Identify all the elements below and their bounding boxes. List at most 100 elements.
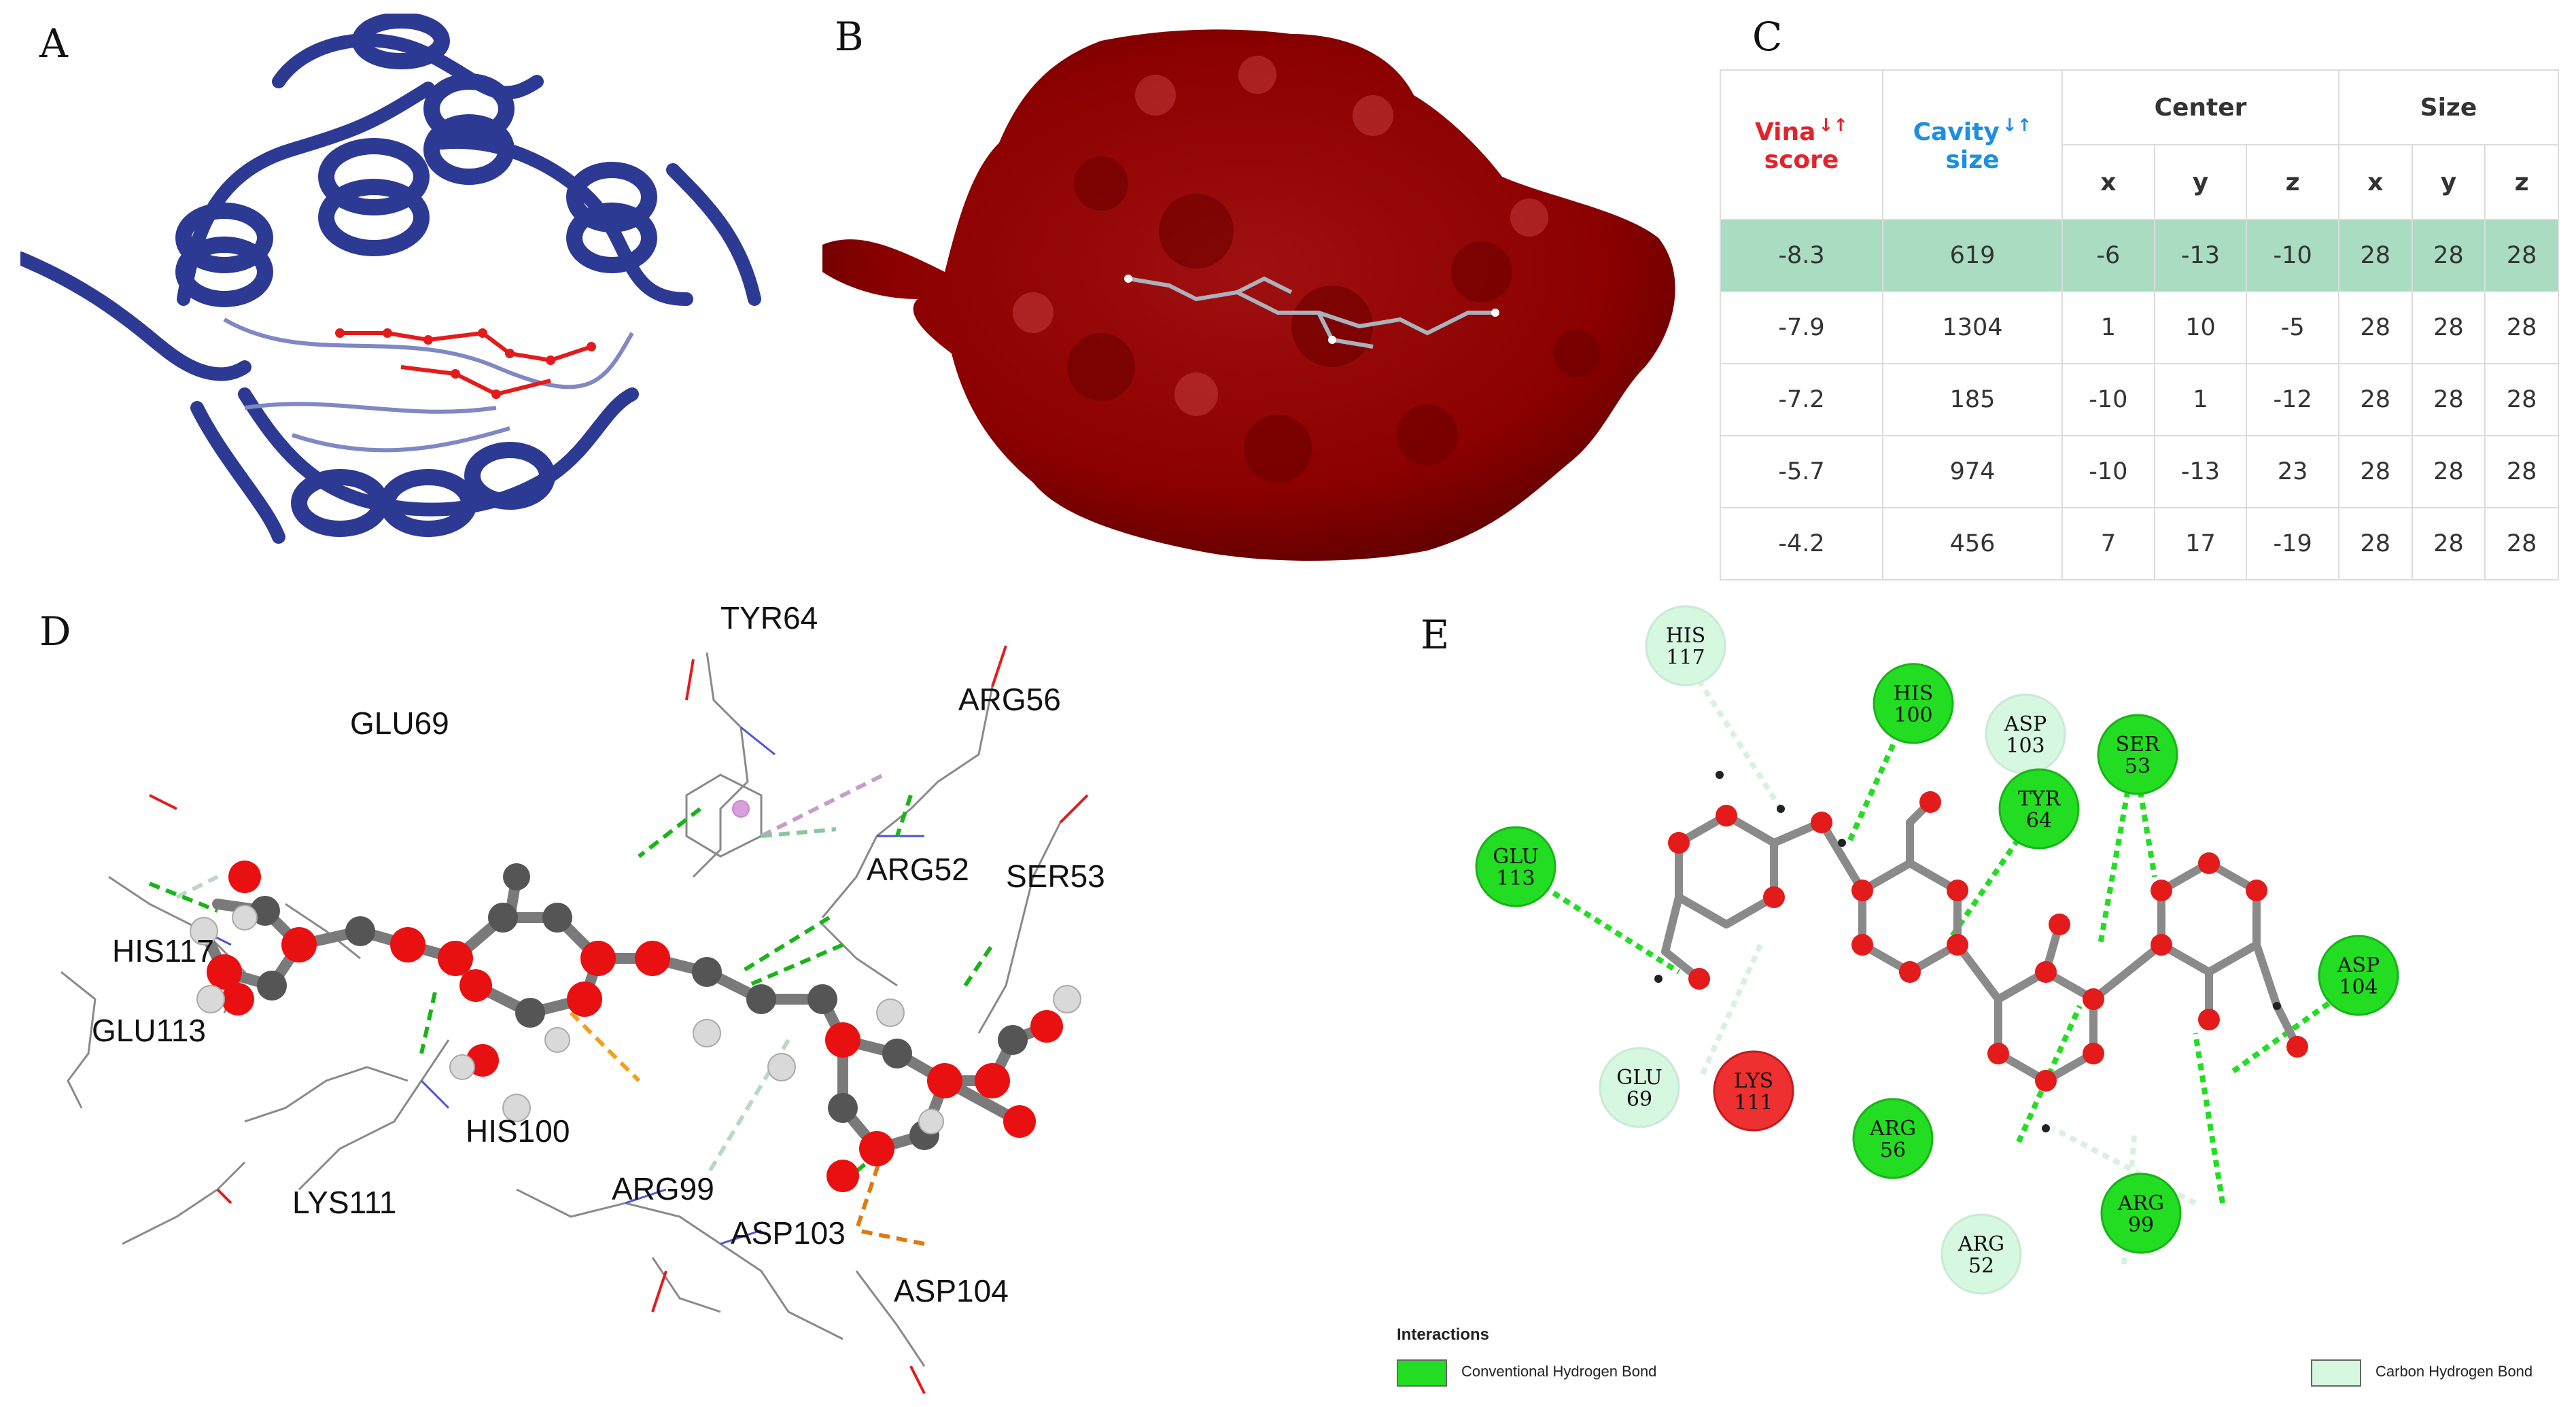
cell-cavity: 974 [1882, 435, 2063, 508]
cell-size-y: 28 [2411, 435, 2486, 508]
residue-his100-name: HIS [1894, 682, 1934, 706]
label-arg56: ARG56 [958, 682, 1061, 717]
cell-size-z: 28 [2484, 435, 2559, 508]
cell-vina: -4.2 [1720, 507, 1883, 580]
cell-cavity: 456 [1882, 507, 2063, 580]
interaction-2d-drawing: HIS 117 HIS 100 ASP 103 SER 53 TYR 64 GL… [1475, 605, 2399, 1295]
cell-cavity: 619 [1882, 219, 2063, 292]
label-his100: HIS100 [466, 1113, 570, 1149]
table-row[interactable]: -8.3 619 -6 -13 -10 28 28 28 [1720, 219, 2559, 292]
residue-asp103-name: ASP [2004, 712, 2047, 736]
panel-label-d: D [39, 608, 71, 655]
legend-label-carbon: Carbon Hydrogen Bond [2375, 1363, 2533, 1380]
size-header: Size [2337, 69, 2560, 145]
table-row[interactable]: -7.9 1304 1 10 -5 28 28 28 [1720, 291, 2559, 364]
sort-icon: ↓↑ [2002, 116, 2032, 136]
protein-ribbon-drawing [20, 14, 761, 544]
legend-swatch-conventional [1397, 1359, 1447, 1387]
size-x-header: x [2337, 144, 2413, 220]
surface-drawing [822, 29, 1675, 561]
vina-header-label: Vina [1754, 118, 1816, 146]
cell-center-z: -19 [2246, 507, 2339, 580]
size-y-header: y [2411, 144, 2486, 220]
cavity-size-header[interactable]: Cavity↓↑ size [1882, 69, 2063, 220]
cell-cavity: 185 [1882, 363, 2063, 436]
cell-center-y: 17 [2153, 507, 2248, 580]
legend-swatch-carbon [2311, 1359, 2361, 1387]
panel-label-c: C [1752, 14, 1783, 60]
docking-results-table: Vina↓↑ score Cavity↓↑ size Center Size x… [1720, 69, 2560, 580]
cell-center-x: 1 [2061, 291, 2155, 364]
cell-size-z: 28 [2484, 507, 2559, 580]
residue-lys111-num: 111 [1734, 1091, 1773, 1115]
vina-score-header[interactable]: Vina↓↑ score [1720, 69, 1883, 220]
table-row[interactable]: -5.7 974 -10 -13 23 28 28 28 [1720, 435, 2559, 508]
residue-ser53-name: SER [2115, 733, 2160, 757]
center-z-header: z [2246, 144, 2339, 220]
label-arg52: ARG52 [867, 852, 969, 887]
residue-circles [1475, 605, 2399, 1295]
label-ser53: SER53 [1006, 858, 1105, 894]
cell-size-x: 28 [2337, 363, 2413, 436]
legend-label-conventional: Conventional Hydrogen Bond [1461, 1363, 1657, 1380]
residue-arg52-name: ARG [1957, 1232, 2004, 1256]
label-tyr64: TYR64 [720, 600, 818, 636]
cell-vina: -7.2 [1720, 363, 1883, 436]
center-x-header: x [2061, 144, 2155, 220]
cell-cavity: 1304 [1882, 291, 2063, 364]
residue-his100-num: 100 [1894, 704, 1932, 727]
cell-center-z: -5 [2246, 291, 2339, 364]
legend-title: Interactions [1397, 1325, 1490, 1344]
cell-size-x: 28 [2337, 291, 2413, 364]
residue-glu69-num: 69 [1626, 1088, 1652, 1111]
cell-size-y: 28 [2411, 291, 2486, 364]
size-z-header: z [2484, 144, 2559, 220]
label-glu69: GLU69 [350, 706, 449, 741]
center-y-header: y [2153, 144, 2248, 220]
residue-glu113-num: 113 [1496, 867, 1535, 890]
residue-asp104-name: ASP [2337, 954, 2380, 977]
cell-size-z: 28 [2484, 219, 2559, 292]
cell-size-y: 28 [2411, 363, 2486, 436]
label-glu113: GLU113 [92, 1013, 206, 1048]
cell-center-y: 1 [2153, 363, 2248, 436]
residue-glu69-name: GLU [1616, 1066, 1663, 1090]
panel-label-e: E [1421, 612, 1450, 658]
cell-size-z: 28 [2484, 291, 2559, 364]
sort-icon: ↓↑ [1818, 116, 1849, 136]
label-asp104: ASP104 [894, 1273, 1009, 1308]
residue-arg99-name: ARG [2117, 1192, 2164, 1215]
cell-center-x: -10 [2061, 435, 2155, 508]
table-row[interactable]: -7.2 185 -10 1 -12 28 28 28 [1720, 363, 2559, 436]
cell-size-y: 28 [2411, 507, 2486, 580]
cell-center-y: -13 [2153, 219, 2248, 292]
cell-center-z: 23 [2246, 435, 2339, 508]
cell-center-x: -6 [2061, 219, 2155, 292]
label-his117: HIS117 [112, 933, 214, 969]
protein-surface-figure [816, 14, 1720, 571]
panel-label-b: B [835, 14, 864, 60]
residue-tyr64-num: 64 [2026, 809, 2052, 833]
cell-size-z: 28 [2484, 363, 2559, 436]
binding-site-drawing: TYR64 ARG56 GLU69 ARG52 SER53 HIS117 GLU… [60, 600, 1105, 1394]
cell-vina: -8.3 [1720, 219, 1883, 292]
cavity-header-label: Cavity [1913, 118, 2000, 146]
table-row[interactable]: -4.2 456 7 17 -19 28 28 28 [1720, 507, 2559, 580]
cell-size-x: 28 [2337, 435, 2413, 508]
residue-arg56-name: ARG [1869, 1117, 1916, 1141]
protein-cartoon-figure [20, 14, 822, 571]
cell-center-y: 10 [2153, 291, 2248, 364]
residue-his117-name: HIS [1666, 624, 1706, 648]
interaction-2d-figure: HIS 117 HIS 100 ASP 103 SER 53 TYR 64 GL… [1461, 598, 2576, 1407]
residue-asp103-num: 103 [2006, 734, 2044, 758]
label-lys111: LYS111 [292, 1185, 396, 1220]
label-arg99: ARG99 [612, 1171, 714, 1206]
cell-size-x: 28 [2337, 219, 2413, 292]
cell-center-x: 7 [2061, 507, 2155, 580]
residue-tyr64-name: TYR [2018, 787, 2061, 811]
cell-vina: -7.9 [1720, 291, 1883, 364]
residue-lys111-name: LYS [1734, 1069, 1773, 1093]
cell-vina: -5.7 [1720, 435, 1883, 508]
residue-glu113-name: GLU [1493, 845, 1539, 869]
residue-arg56-num: 56 [1880, 1139, 1906, 1162]
